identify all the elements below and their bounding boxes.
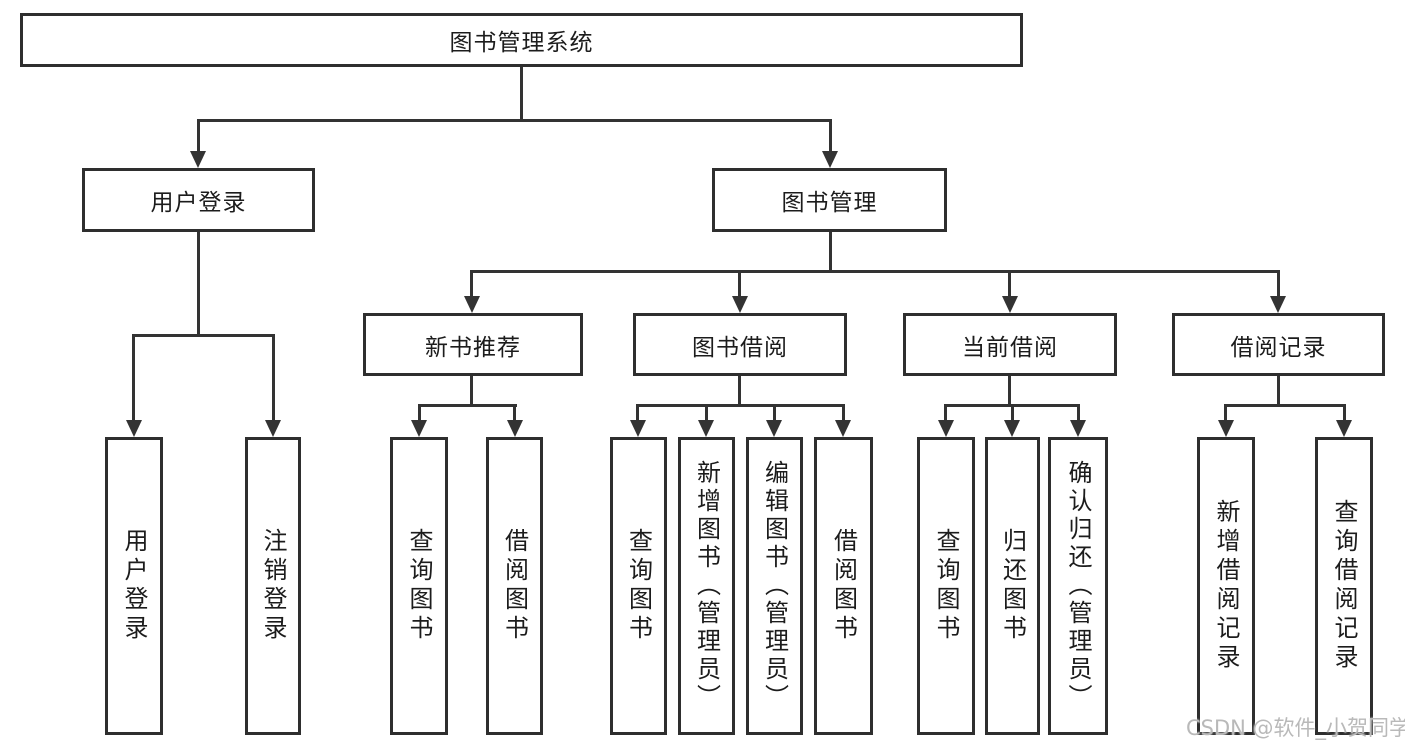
arrowhead-icon bbox=[265, 420, 281, 437]
arrowhead-icon bbox=[1218, 420, 1234, 437]
connector-current-stub bbox=[1008, 376, 1011, 406]
connector-recommend-spread bbox=[418, 404, 517, 407]
leaf-add-book-admin: 新增图书（管理员） bbox=[678, 437, 735, 735]
leaf-borrow-books-2: 借阅图书 bbox=[814, 437, 873, 735]
connector-to-recommend bbox=[470, 270, 473, 300]
arrowhead-icon bbox=[630, 420, 646, 437]
connector-leaf bbox=[944, 404, 947, 422]
arrowhead-icon bbox=[1002, 296, 1018, 313]
leaf-confirm-return-admin: 确认归还（管理员） bbox=[1048, 437, 1108, 735]
arrowhead-icon bbox=[938, 420, 954, 437]
leaf-query-books-3: 查询图书 bbox=[917, 437, 975, 735]
arrowhead-icon bbox=[464, 296, 480, 313]
connector-leaf bbox=[1343, 404, 1346, 422]
connector-to-leaf-login bbox=[132, 334, 135, 423]
leaf-query-books-1: 查询图书 bbox=[390, 437, 448, 735]
connector-leaf bbox=[773, 404, 776, 422]
csdn-watermark: CSDN @软件_小贺同学 bbox=[1186, 716, 1405, 740]
connector-leaf bbox=[1077, 404, 1080, 422]
node-book-management: 图书管理 bbox=[712, 168, 947, 232]
connector-leaf bbox=[705, 404, 708, 422]
arrowhead-icon bbox=[411, 420, 427, 437]
node-user-login: 用户登录 bbox=[82, 168, 315, 232]
arrowhead-icon bbox=[1270, 296, 1286, 313]
connector-mgmt-stub bbox=[829, 232, 832, 273]
arrowhead-icon bbox=[190, 151, 206, 168]
arrowhead-icon bbox=[507, 420, 523, 437]
connector-leaf bbox=[1011, 404, 1014, 422]
connector-borrow-spread bbox=[636, 404, 845, 407]
arrowhead-icon bbox=[835, 420, 851, 437]
leaf-borrow-books-1: 借阅图书 bbox=[486, 437, 543, 735]
connector-to-borrow bbox=[738, 270, 741, 300]
arrowhead-icon bbox=[732, 296, 748, 313]
node-current-borrow: 当前借阅 bbox=[903, 313, 1117, 376]
connector-recommend-stub bbox=[470, 376, 473, 406]
connector-to-current bbox=[1008, 270, 1011, 300]
connector-borrow-stub bbox=[738, 376, 741, 406]
leaf-return-books: 归还图书 bbox=[985, 437, 1040, 735]
leaf-edit-book-admin: 编辑图书（管理员） bbox=[746, 437, 803, 735]
connector-login-stub bbox=[197, 232, 200, 337]
arrowhead-icon bbox=[1004, 420, 1020, 437]
leaf-query-books-2: 查询图书 bbox=[610, 437, 667, 735]
leaf-logout: 注销登录 bbox=[245, 437, 301, 735]
connector-mgmt-spread bbox=[470, 270, 1280, 273]
arrowhead-icon bbox=[822, 151, 838, 168]
connector-leaf bbox=[636, 404, 639, 422]
arrowhead-icon bbox=[126, 420, 142, 437]
connector-login-spread bbox=[132, 334, 275, 337]
connector-to-book-mgmt bbox=[829, 119, 832, 154]
connector-to-leaf-logout bbox=[272, 334, 275, 423]
leaf-add-borrow-record: 新增借阅记录 bbox=[1197, 437, 1255, 735]
arrowhead-icon bbox=[1336, 420, 1352, 437]
connector-to-user-login bbox=[197, 119, 200, 154]
connector-root-stub bbox=[520, 67, 523, 121]
arrowhead-icon bbox=[766, 420, 782, 437]
node-borrow-records: 借阅记录 bbox=[1172, 313, 1385, 376]
leaf-user-login: 用户登录 bbox=[105, 437, 163, 735]
connector-records-spread bbox=[1224, 404, 1346, 407]
connector-leaf bbox=[1224, 404, 1227, 422]
node-root-system: 图书管理系统 bbox=[20, 13, 1023, 67]
node-book-borrow: 图书借阅 bbox=[633, 313, 847, 376]
arrowhead-icon bbox=[1070, 420, 1086, 437]
arrowhead-icon bbox=[698, 420, 714, 437]
connector-leaf bbox=[418, 404, 421, 422]
node-new-book-recommend: 新书推荐 bbox=[363, 313, 583, 376]
connector-records-stub bbox=[1277, 376, 1280, 406]
connector-leaf bbox=[842, 404, 845, 422]
connector-leaf bbox=[513, 404, 516, 422]
connector-root-spread bbox=[197, 119, 832, 122]
leaf-query-borrow-record: 查询借阅记录 bbox=[1315, 437, 1373, 735]
connector-to-records bbox=[1277, 270, 1280, 300]
